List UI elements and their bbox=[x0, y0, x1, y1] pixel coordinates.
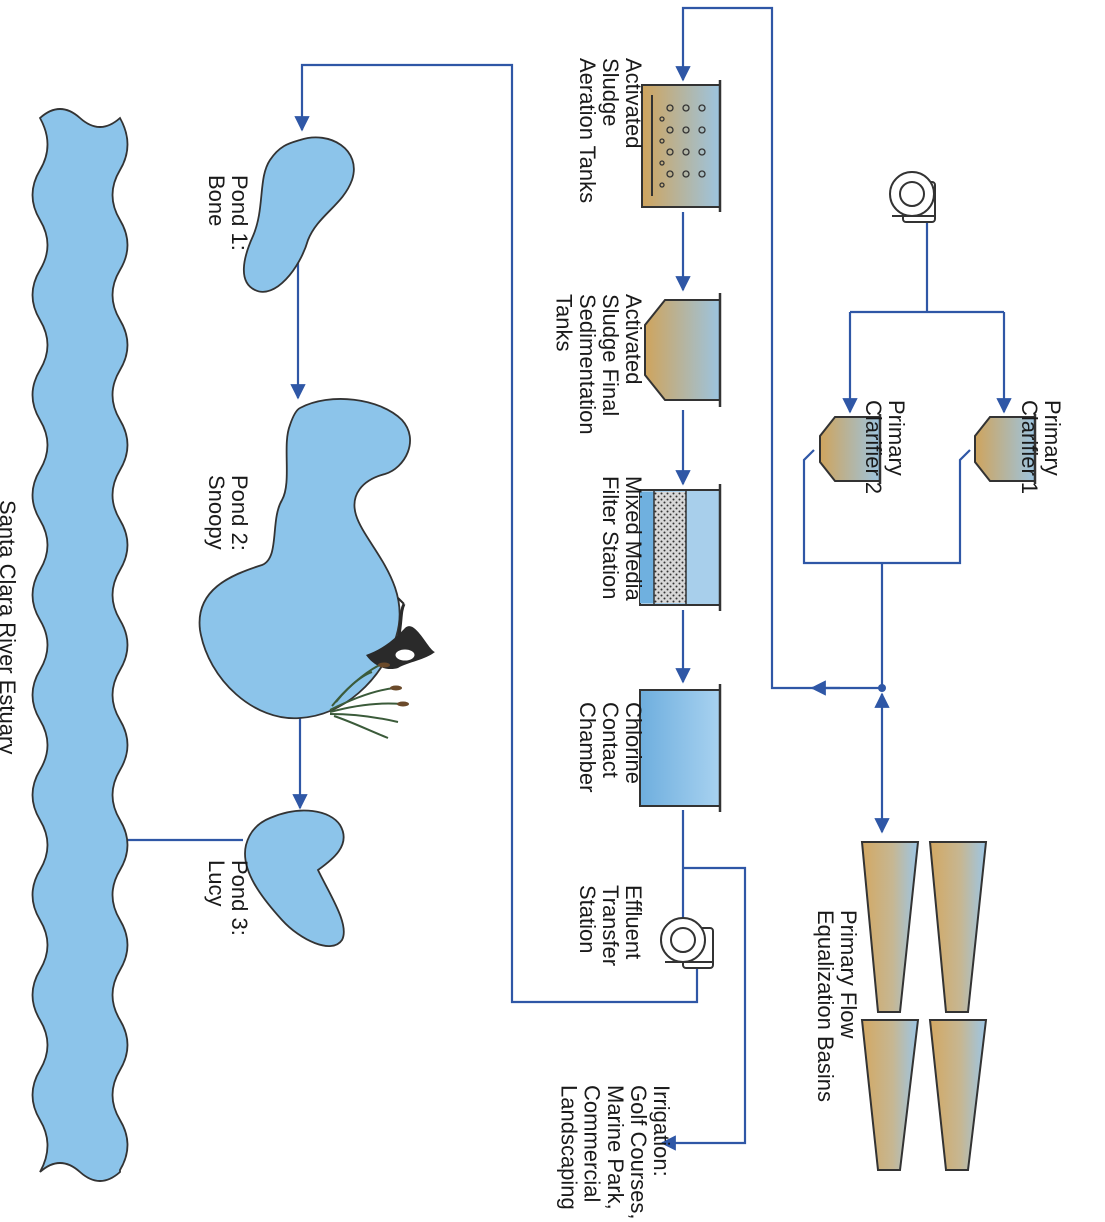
label-aeration-tanks: ActivatedSludgeAeration Tanks bbox=[575, 58, 646, 203]
label-irrigation-line-3: Marine Park, bbox=[603, 1085, 628, 1210]
label-irrigation-line-4: Commercial bbox=[580, 1085, 605, 1202]
basin-3 bbox=[860, 1019, 920, 1171]
influent-pump bbox=[889, 171, 936, 223]
label-pond-3-line-2: Lucy bbox=[204, 860, 229, 906]
pond-3-lucy bbox=[244, 809, 345, 947]
label-primary-clarifier-2: PrimaryClarifier 2 bbox=[861, 400, 909, 494]
label-equalization-basins-line-1: Primary Flow bbox=[836, 910, 861, 1038]
flow-junction-node bbox=[878, 684, 886, 692]
flow-return-line bbox=[675, 6, 882, 690]
flow-clarifier-1-out bbox=[882, 449, 971, 565]
label-effluent-station-line-3: Station bbox=[575, 885, 600, 954]
label-primary-clarifier-2-line-1: Primary bbox=[884, 400, 909, 476]
label-pond-3-line-1: Pond 3: bbox=[227, 860, 252, 936]
label-irrigation-line-5: Landscaping bbox=[557, 1085, 582, 1210]
label-primary-clarifier-2-line-2: Clarifier 2 bbox=[861, 400, 886, 494]
label-pond-1: Pond 1:Bone bbox=[204, 175, 252, 251]
label-pond-1-line-2: Bone bbox=[204, 175, 229, 226]
label-effluent-station-line-1: Effluent bbox=[621, 885, 646, 959]
basin-2 bbox=[928, 841, 988, 1013]
label-irrigation: Irrigation:Golf Courses,Marine Park,Comm… bbox=[557, 1085, 674, 1220]
santa-clara-river-estuary bbox=[31, 108, 129, 1182]
sedimentation-tanks bbox=[644, 293, 722, 407]
label-pond-2-line-1: Pond 2: bbox=[227, 475, 252, 551]
pond-2-snoopy bbox=[198, 398, 411, 720]
label-sedimentation-tanks-line-1: Activated bbox=[621, 294, 646, 385]
label-river: Santa Clara River Estuary bbox=[0, 500, 20, 754]
label-river-line-1: Santa Clara River Estuary bbox=[0, 500, 20, 754]
label-filter-station-line-2: Filter Station bbox=[598, 476, 623, 600]
label-sedimentation-tanks: ActivatedSludge FinalSedimentationTanks bbox=[552, 294, 646, 435]
flow-lines bbox=[106, 6, 1012, 1151]
label-equalization-basins: Primary FlowEqualization Basins bbox=[813, 910, 861, 1102]
effluent-pump bbox=[660, 917, 714, 969]
label-chlorine-chamber-line-2: Contact bbox=[598, 702, 623, 778]
label-chlorine-chamber-line-1: Chlorine bbox=[621, 702, 646, 784]
flow-pump-to-ponds bbox=[294, 63, 699, 1004]
label-sedimentation-tanks-line-4: Tanks bbox=[552, 294, 577, 351]
label-chlorine-chamber: ChlorineContactChamber bbox=[575, 702, 646, 792]
label-aeration-tanks-line-3: Aeration Tanks bbox=[575, 58, 600, 203]
basin-1 bbox=[860, 841, 920, 1013]
label-primary-clarifier-1-line-1: Primary bbox=[1040, 400, 1065, 476]
label-irrigation-line-1: Irrigation: bbox=[649, 1085, 674, 1177]
flow-to-irrigation bbox=[660, 866, 747, 1151]
label-chlorine-chamber-line-3: Chamber bbox=[575, 702, 600, 792]
label-pond-2-line-2: Snoopy bbox=[204, 475, 229, 550]
label-filter-station: Mixed MediaFilter Station bbox=[598, 476, 646, 601]
pond-1-bone bbox=[242, 136, 355, 293]
aeration-bubbles bbox=[659, 104, 706, 188]
primary-clarifier-2 bbox=[819, 414, 882, 484]
label-equalization-basins-line-2: Equalization Basins bbox=[813, 910, 838, 1102]
label-sedimentation-tanks-line-3: Sedimentation bbox=[575, 294, 600, 435]
label-filter-station-line-1: Mixed Media bbox=[621, 476, 646, 601]
primary-clarifier-1 bbox=[974, 414, 1037, 484]
label-pond-2: Pond 2:Snoopy bbox=[204, 475, 252, 551]
reeds-icon bbox=[329, 662, 409, 739]
heron-icon bbox=[366, 597, 435, 670]
label-irrigation-line-2: Golf Courses, bbox=[626, 1085, 651, 1220]
mixed-media-filter bbox=[639, 484, 722, 611]
label-pond-3: Pond 3:Lucy bbox=[204, 860, 252, 936]
label-pond-1-line-1: Pond 1: bbox=[227, 175, 252, 251]
label-primary-clarifier-1: PrimaryClarifier 1 bbox=[1017, 400, 1065, 494]
basin-4 bbox=[928, 1019, 988, 1171]
label-aeration-tanks-line-1: Activated bbox=[621, 58, 646, 149]
label-aeration-tanks-line-2: Sludge bbox=[598, 58, 623, 127]
flow-clarifier-2-out bbox=[802, 449, 882, 565]
chlorine-contact-chamber bbox=[639, 684, 722, 812]
aeration-tanks bbox=[641, 80, 722, 212]
label-effluent-station: EffluentTransferStation bbox=[575, 885, 646, 966]
label-effluent-station-line-2: Transfer bbox=[598, 885, 623, 966]
label-sedimentation-tanks-line-2: Sludge Final bbox=[598, 294, 623, 416]
label-primary-clarifier-1-line-2: Clarifier 1 bbox=[1017, 400, 1042, 494]
equalization-basins bbox=[860, 841, 988, 1171]
